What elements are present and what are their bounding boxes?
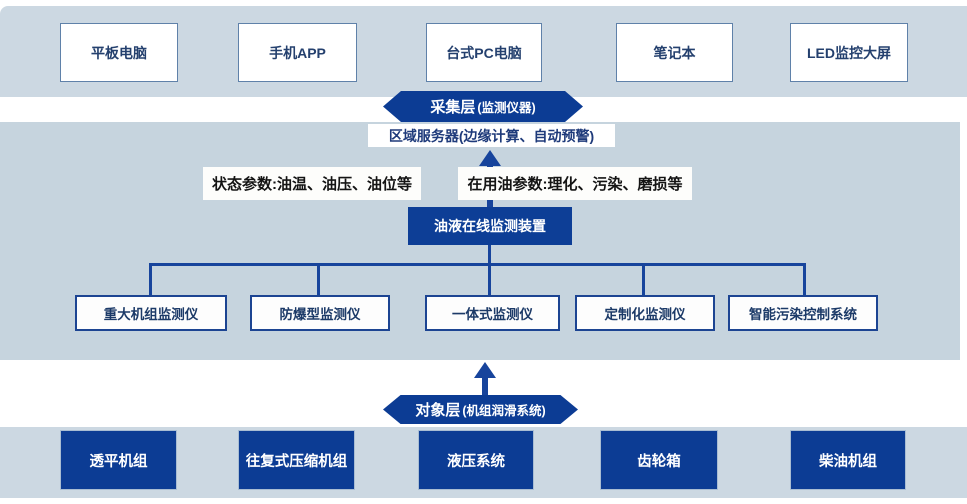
param-label-oil: 在用油参数:理化、污染、磨损等: [458, 167, 692, 200]
terminal-label: 平板电脑: [91, 44, 147, 61]
collection-layer-title: 采集层: [430, 99, 476, 116]
oil-monitoring-device-box: 油液在线监测装置: [408, 207, 572, 245]
terminal-box-laptop: 笔记本: [616, 23, 733, 82]
terminal-box-phone-app: 手机APP: [238, 23, 357, 82]
monitor-label: 智能污染控制系统: [749, 307, 857, 322]
connector-drop-4: [642, 263, 645, 295]
terminal-label: 台式PC电脑: [446, 44, 522, 61]
equipment-box-reciprocating-compressor: 往复式压缩机组: [238, 430, 355, 490]
monitor-label: 一体式监测仪: [452, 307, 533, 322]
terminal-box-tablet: 平板电脑: [60, 23, 178, 82]
regional-server-box: 区域服务器(边缘计算、自动预警): [368, 124, 615, 147]
object-layer-badge: 对象层 (机组润滑系统): [383, 395, 578, 424]
equipment-box-turbine: 透平机组: [60, 430, 177, 490]
oil-monitoring-device-label: 油液在线监测装置: [434, 218, 546, 234]
monitor-box-pollution-control: 智能污染控制系统: [728, 295, 878, 331]
monitor-label: 重大机组监测仪: [103, 307, 199, 322]
monitor-box-integrated: 一体式监测仪: [425, 295, 560, 331]
terminal-box-led-screen: LED监控大屏: [790, 23, 908, 82]
monitor-label: 定制化监测仪: [604, 307, 686, 322]
connector-drop-3: [488, 263, 491, 295]
terminal-label: 笔记本: [653, 44, 696, 61]
regional-server-label: 区域服务器(边缘计算、自动预警): [388, 127, 595, 144]
equipment-box-gearbox: 齿轮箱: [600, 430, 718, 490]
equipment-box-hydraulic-system: 液压系统: [418, 430, 534, 490]
monitor-box-explosion-proof: 防爆型监测仪: [250, 295, 390, 331]
up-arrow-shaft: [482, 376, 488, 395]
connector-drop-1: [149, 263, 152, 295]
collection-layer-badge: 采集层 (监测仪器): [383, 91, 583, 122]
monitor-box-major-unit: 重大机组监测仪: [75, 295, 227, 331]
up-arrow-icon: [479, 150, 501, 166]
connector-drop-2: [317, 263, 320, 295]
equipment-label: 往复式压缩机组: [245, 453, 348, 470]
param-label-state-text: 状态参数:油温、油压、油位等: [212, 176, 412, 193]
object-layer-subtitle: (机组润滑系统): [462, 404, 546, 418]
connector-trunk: [488, 245, 491, 265]
equipment-box-diesel-unit: 柴油机组: [790, 430, 906, 490]
connector-horizontal-bar: [149, 263, 806, 266]
equipment-label: 液压系统: [447, 453, 505, 470]
monitor-label: 防爆型监测仪: [279, 307, 361, 322]
connector-drop-5: [803, 263, 806, 295]
param-label-state: 状态参数:油温、油压、油位等: [203, 167, 421, 200]
terminal-label: 手机APP: [269, 44, 326, 61]
param-label-oil-text: 在用油参数:理化、污染、磨损等: [467, 176, 683, 193]
object-layer-title: 对象层: [415, 402, 461, 419]
terminal-label: LED监控大屏: [807, 44, 891, 61]
equipment-label: 透平机组: [89, 453, 148, 470]
collection-layer-subtitle: (监测仪器): [477, 101, 536, 115]
equipment-label: 齿轮箱: [637, 453, 681, 470]
terminal-box-desktop-pc: 台式PC电脑: [426, 23, 542, 82]
equipment-label: 柴油机组: [819, 453, 877, 470]
monitor-box-customized: 定制化监测仪: [575, 295, 715, 331]
up-arrow-icon: [474, 362, 496, 378]
